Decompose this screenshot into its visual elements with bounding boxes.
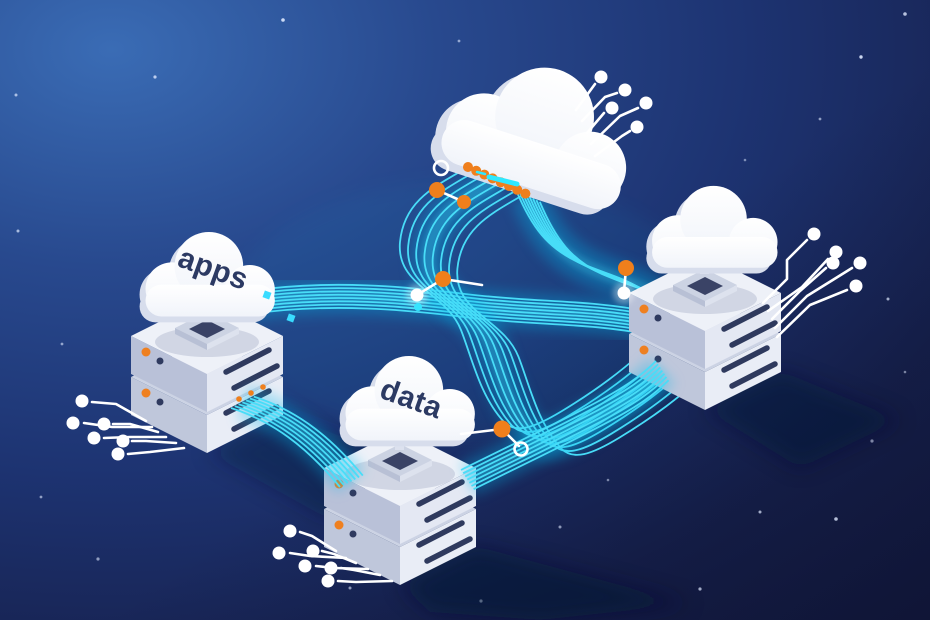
node-orange [435, 271, 451, 287]
top-cloud-circuit-traces [574, 70, 653, 158]
star-field [14, 12, 907, 603]
cyan-dash [486, 174, 520, 187]
data-server [324, 430, 476, 585]
data-server-circuit-traces [272, 524, 394, 588]
data-server-slots [416, 479, 473, 564]
data-cloud-icon: data [339, 355, 475, 447]
node-cyan-square [262, 290, 272, 300]
node-ring-top [432, 159, 450, 177]
apps-server-leds [141, 347, 164, 406]
node-white-glow [617, 286, 631, 300]
right-server-leds [639, 304, 662, 363]
node-orange [493, 420, 511, 438]
right-server-slots [721, 304, 778, 389]
node-ring-data [513, 441, 529, 457]
node-orange [618, 260, 634, 276]
network-nodes [262, 159, 635, 457]
node-cyan [414, 303, 422, 311]
node-orange [429, 182, 445, 198]
right-server [629, 255, 781, 410]
node-white-glow [410, 288, 424, 302]
apps-server-circuit-traces [66, 394, 186, 461]
node-orange [457, 195, 471, 209]
right-server-circuit-traces [761, 227, 867, 339]
apps-edge-dots [236, 384, 266, 402]
node-cyan-square [286, 313, 296, 323]
